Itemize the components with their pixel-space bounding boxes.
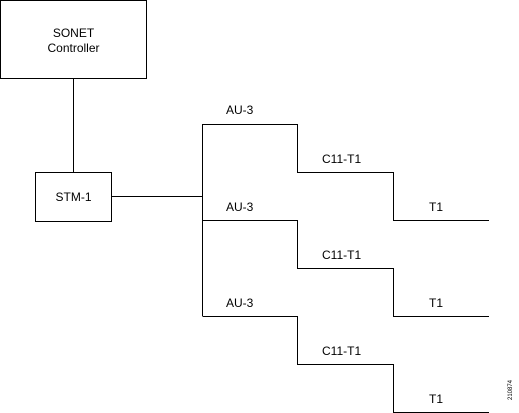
branch-2-t1-label: T1 [429, 296, 443, 310]
sonet-controller-label-line1: SONET [53, 26, 95, 40]
branch-3: AU-3 C11-T1 T1 [202, 296, 489, 413]
branch-1-c11-label: C11-T1 [322, 152, 361, 166]
branch-2-au-label: AU-3 [226, 200, 254, 214]
sonet-controller-label-line2: Controller [47, 41, 99, 55]
branch-1-path [202, 124, 489, 221]
sonet-controller-box [0, 0, 147, 79]
figure-id-label: 210874 [508, 379, 514, 400]
stm-1-box [35, 172, 112, 222]
branch-3-path [202, 316, 489, 413]
branch-3-t1-label: T1 [429, 392, 443, 406]
stm-1-label: STM-1 [56, 190, 92, 204]
branch-2-path [202, 220, 489, 317]
branch-1-t1-label: T1 [429, 200, 443, 214]
branch-3-c11-label: C11-T1 [322, 344, 361, 358]
branch-2-c11-label: C11-T1 [322, 248, 361, 262]
branch-1-au-label: AU-3 [226, 103, 254, 117]
branch-1: AU-3 C11-T1 T1 [202, 103, 489, 221]
branch-3-au-label: AU-3 [226, 296, 254, 310]
branch-2: AU-3 C11-T1 T1 [202, 200, 489, 317]
